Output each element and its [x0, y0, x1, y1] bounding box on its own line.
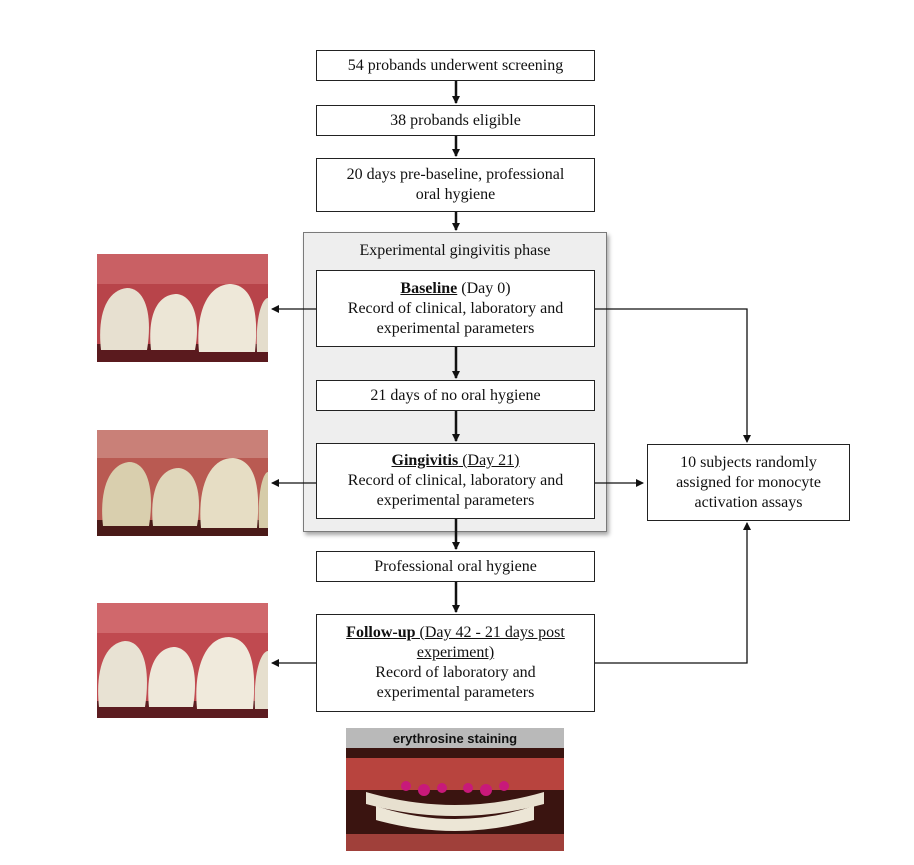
monocyte-line2: assigned for monocyte — [676, 473, 821, 491]
gingivitis-line1: Gingivitis (Day 21) — [392, 451, 520, 471]
no-hygiene-box: 21 days of no oral hygiene — [316, 380, 595, 411]
eligible-text: 38 probands eligible — [390, 111, 521, 129]
arrow-baseline-to-monocyte — [595, 308, 751, 443]
prof-hygiene-text: Professional oral hygiene — [374, 557, 537, 575]
erythrosine-staining-image — [346, 748, 564, 851]
staining-label: erythrosine staining — [346, 728, 564, 748]
prof-hygiene-box: Professional oral hygiene — [316, 551, 595, 582]
monocyte-box: 10 subjects randomly assigned for monocy… — [647, 444, 850, 521]
gingivitis-teeth-image — [97, 430, 268, 536]
followup-box: Follow-up (Day 42 - 21 days post experim… — [316, 614, 595, 712]
gingivitis-heading: Gingivitis — [391, 452, 459, 469]
erythrosine-staining-photo — [346, 748, 564, 851]
no-hygiene-text: 21 days of no oral hygiene — [370, 386, 541, 404]
followup-line2: experiment) — [416, 644, 495, 661]
gingivitis-line2: Record of clinical, laboratory and — [347, 472, 564, 489]
baseline-line2: Record of clinical, laboratory and — [347, 299, 564, 317]
baseline-line3: experimental parameters — [376, 319, 535, 337]
followup-suffix: (Day 42 - 21 days post — [415, 624, 565, 641]
arrow-followup-to-monocyte — [595, 522, 751, 664]
eligible-box: 38 probands eligible — [316, 105, 595, 136]
baseline-heading: Baseline — [400, 279, 458, 297]
gingivitis-suffix: (Day 21) — [458, 452, 520, 469]
followup-line4: experimental parameters — [376, 684, 535, 701]
baseline-box: Baseline (Day 0) Record of clinical, lab… — [316, 270, 595, 347]
followup-line3: Record of laboratory and — [375, 664, 536, 681]
prebaseline-box: 20 days pre-baseline, professional oral … — [316, 158, 595, 212]
gingivitis-box: Gingivitis (Day 21) Record of clinical, … — [316, 443, 595, 519]
baseline-teeth-photo — [97, 254, 268, 362]
prebaseline-line1: 20 days pre-baseline, professional — [346, 166, 565, 183]
followup-teeth-image — [97, 603, 268, 718]
followup-line1: Follow-up (Day 42 - 21 days post — [346, 623, 565, 643]
followup-teeth-photo — [97, 603, 268, 718]
monocyte-line1: 10 subjects randomly — [680, 453, 817, 471]
monocyte-line3: activation assays — [694, 493, 803, 511]
prebaseline-line2: oral hygiene — [415, 186, 496, 203]
gingivitis-line3: experimental parameters — [376, 492, 535, 509]
followup-heading: Follow-up — [346, 624, 416, 641]
baseline-line1: Baseline (Day 0) — [400, 279, 510, 299]
baseline-teeth-image — [97, 254, 268, 362]
baseline-suffix: (Day 0) — [457, 279, 511, 297]
screening-text: 54 probands underwent screening — [347, 56, 564, 74]
gingivitis-teeth-photo — [97, 430, 268, 536]
phase-title: Experimental gingivitis phase — [359, 242, 551, 259]
screening-box: 54 probands underwent screening — [316, 50, 595, 81]
